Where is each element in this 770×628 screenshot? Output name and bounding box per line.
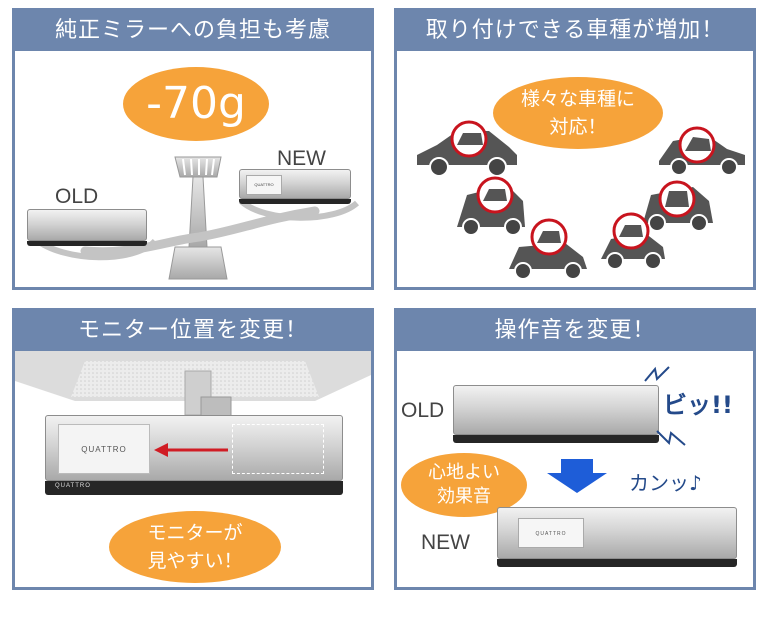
sound-bubble: 心地よい 効果音 — [401, 453, 527, 517]
car-silhouettes — [417, 120, 745, 280]
panel-weight-body: -70g OLD — [15, 51, 371, 287]
monitor-bubble-line1: モニターが — [147, 522, 243, 544]
new-mirror-base — [239, 199, 351, 204]
sound-old-mirror-base — [453, 435, 659, 443]
sound-bubble-line2: 効果音 — [437, 486, 491, 507]
panel-monitor-title: モニター位置を変更！ — [15, 311, 371, 351]
sound-new-mirror-screen: QUATTRO — [518, 518, 584, 548]
zigzag-bottom-icon — [656, 430, 686, 446]
coupe-car-icon — [659, 126, 745, 176]
new-mirror: QUATTRO — [239, 169, 351, 199]
sedan-car-icon — [417, 120, 517, 177]
hatchback-car-icon — [601, 212, 665, 270]
car-bubble-line1: 様々な車種に — [520, 88, 635, 110]
new-mirror-screen: QUATTRO — [246, 175, 282, 195]
minivan-car-icon — [457, 176, 525, 236]
mirror-brand-label: QUATTRO — [55, 483, 91, 489]
car-bubble-line2: 対応！ — [549, 116, 607, 138]
panel-sound: 操作音を変更！ OLD ビッ!! 心地よい 効果音 カンッ♪ NEW QUATT… — [394, 308, 756, 590]
panel-monitor: モニター位置を変更！ QUATTRO QUATTRO — [12, 308, 374, 590]
weight-reduction-bubble: -70g — [123, 67, 269, 141]
old-label: OLD — [55, 185, 99, 208]
down-arrow-icon — [547, 459, 607, 493]
panel-monitor-body: QUATTRO QUATTRO モニターが 見やすい！ — [15, 351, 371, 587]
new-sound-effect-text: カンッ♪ — [629, 471, 702, 495]
suv-car-icon — [643, 180, 713, 232]
old-mirror — [27, 209, 147, 241]
car-ceiling — [15, 351, 371, 418]
old-monitor-position — [232, 424, 324, 474]
panel-weight: 純正ミラーへの負担も考慮 -70g — [12, 8, 374, 290]
rearview-mirror: QUATTRO — [45, 415, 343, 481]
panel-sound-title: 操作音を変更！ — [397, 311, 753, 351]
sound-bubble-line1: 心地よい — [428, 462, 500, 483]
old-sound-effect-text: ビッ!! — [663, 391, 733, 419]
move-left-arrow-icon — [154, 443, 228, 457]
new-monitor-screen: QUATTRO — [58, 424, 150, 474]
panel-cars-body: 様々な車種に 対応！ — [397, 51, 753, 287]
new-label: NEW — [277, 147, 326, 170]
sound-old-label: OLD — [401, 399, 445, 422]
panel-sound-body: OLD ビッ!! 心地よい 効果音 カンッ♪ NEW QUATTRO — [397, 351, 753, 587]
monitor-bubble-line2: 見やすい！ — [147, 550, 243, 572]
rearview-mirror-base: QUATTRO — [45, 481, 343, 495]
zigzag-top-icon — [644, 366, 670, 382]
sound-old-mirror — [453, 385, 659, 435]
panel-weight-title: 純正ミラーへの負担も考慮 — [15, 11, 371, 51]
panel-cars: 取り付けできる車種が増加！ 様々な車種に 対応！ — [394, 8, 756, 290]
sound-new-mirror-base — [497, 559, 737, 567]
compact-car-icon — [509, 218, 587, 280]
sound-new-mirror: QUATTRO — [497, 507, 737, 559]
old-mirror-base — [27, 241, 147, 246]
balance-scale-icon — [33, 156, 360, 280]
monitor-visibility-bubble: モニターが 見やすい！ — [109, 511, 281, 583]
car-compatibility-bubble: 様々な車種に 対応！ — [493, 77, 663, 149]
sound-new-label: NEW — [421, 531, 470, 554]
panel-cars-title: 取り付けできる車種が増加！ — [397, 11, 753, 51]
